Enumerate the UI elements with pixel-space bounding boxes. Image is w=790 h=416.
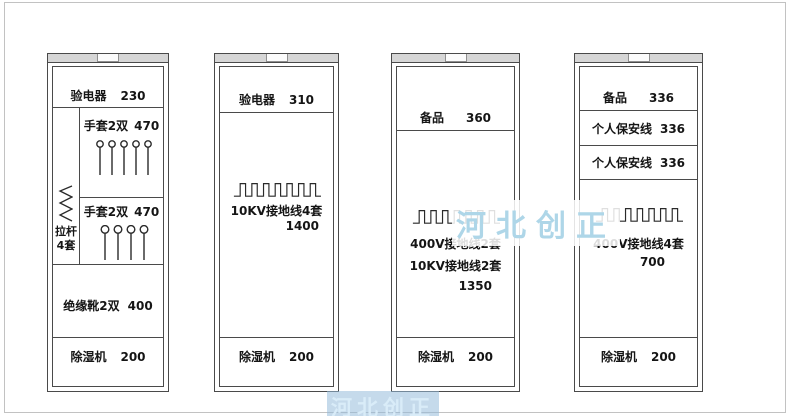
shelf-divider xyxy=(397,337,514,338)
item-label: 拉杆 xyxy=(55,225,77,238)
column-divider xyxy=(79,107,80,264)
watermark-text-bottom: 河北创正 xyxy=(327,391,439,416)
shelf-divider xyxy=(580,179,697,180)
cabinet-2-interior: 验电器 310 10KV接地线4套 1400 除湿机 200 xyxy=(219,66,334,387)
item-label: 绝缘靴2双 xyxy=(63,299,120,313)
glove-pegs-icon xyxy=(99,224,149,261)
item-label: 除湿机 xyxy=(417,350,454,364)
item-height-value: 336 xyxy=(648,90,675,105)
item-height-value: 230 xyxy=(120,88,146,103)
compartment-spare: 备品 336 xyxy=(580,89,697,106)
shelf-divider xyxy=(220,112,333,113)
shelf-divider xyxy=(580,145,697,146)
cabinet-handle-notch xyxy=(444,54,467,62)
cabinet-handle-notch xyxy=(627,54,650,62)
item-height-value: 470 xyxy=(134,118,160,133)
ground-wire-icon xyxy=(233,180,321,198)
item-label: 4套 xyxy=(56,239,76,252)
compartment-dehumidifier: 除湿机 200 xyxy=(220,348,333,365)
compartment-gloves-top: 手套2双 470 xyxy=(80,117,163,134)
item-label: 手套2双 xyxy=(83,119,129,133)
item-height-value: 470 xyxy=(134,204,160,219)
compartment-spare: 备品 360 xyxy=(397,109,514,126)
compartment-voltage-tester: 验电器 230 xyxy=(53,87,163,104)
compartment-voltage-tester: 验电器 310 xyxy=(220,91,333,108)
shelf-divider xyxy=(580,337,697,338)
compartment-dehumidifier: 除湿机 200 xyxy=(397,348,514,365)
item-height-value: 336 xyxy=(659,121,686,136)
cabinet-1-interior: 验电器 230 手套2双 470 手套2双 xyxy=(52,66,164,387)
compartment-boots: 绝缘靴2双 400 xyxy=(53,297,163,314)
compartment-ground-wire-10kv: 10KV接地线2套 xyxy=(397,257,514,274)
item-label: 验电器 xyxy=(70,89,107,103)
item-label: 验电器 xyxy=(238,93,275,107)
watermark-text: 河北创正 xyxy=(452,200,620,246)
item-label: 个人保安线 xyxy=(591,122,652,136)
compartment-personal-line-2: 个人保安线 336 xyxy=(580,154,697,171)
item-height-value: 1350 xyxy=(458,279,492,293)
shelf-divider xyxy=(53,107,163,108)
item-height-value: 200 xyxy=(650,349,677,364)
item-height-value: 200 xyxy=(288,349,315,364)
item-height-value: 336 xyxy=(659,155,686,170)
shelf-divider xyxy=(397,130,514,131)
item-label: 除湿机 xyxy=(238,350,275,364)
shelf-divider xyxy=(220,337,333,338)
compartment-dehumidifier: 除湿机 200 xyxy=(53,348,163,365)
compartment-personal-line-1: 个人保安线 336 xyxy=(580,120,697,137)
compartment-pull-rod: 拉杆 4套 xyxy=(53,225,79,253)
shelf-divider xyxy=(79,197,163,198)
cabinet-handle-notch xyxy=(265,54,288,62)
pull-rod-icon xyxy=(57,185,74,223)
cabinet-4-interior: 备品 336 个人保安线 336 个人保安线 336 400V接地线4套 xyxy=(579,66,698,387)
item-label: 除湿机 xyxy=(600,350,637,364)
item-height-value: 400 xyxy=(127,298,153,313)
item-label: 备品 xyxy=(602,91,627,105)
cabinet-handle-notch xyxy=(97,54,119,62)
shelf-divider xyxy=(580,110,697,111)
glove-pegs-icon xyxy=(95,140,153,176)
item-height-value: 1400 xyxy=(285,219,319,233)
shelf-divider xyxy=(53,264,163,265)
item-label: 除湿机 xyxy=(70,350,107,364)
item-label: 10KV接地线4套 xyxy=(230,204,323,218)
shelf-divider xyxy=(53,337,163,338)
item-height-value: 360 xyxy=(465,110,492,125)
item-label: 备品 xyxy=(419,111,444,125)
compartment-dehumidifier: 除湿机 200 xyxy=(580,348,697,365)
compartment-ground-wire: 10KV接地线4套 xyxy=(220,202,333,219)
item-height-value: 310 xyxy=(288,92,315,107)
compartment-gloves-bottom: 手套2双 470 xyxy=(80,203,163,220)
item-height-value: 700 xyxy=(639,255,665,269)
item-label: 手套2双 xyxy=(83,205,129,219)
cabinet-2: 验电器 310 10KV接地线4套 1400 除湿机 200 xyxy=(214,53,339,392)
item-height-value: 200 xyxy=(120,349,146,364)
item-height-value: 200 xyxy=(467,349,494,364)
item-label: 个人保安线 xyxy=(591,156,652,170)
cabinet-1: 验电器 230 手套2双 470 手套2双 xyxy=(47,53,169,392)
item-label: 10KV接地线2套 xyxy=(409,259,502,273)
